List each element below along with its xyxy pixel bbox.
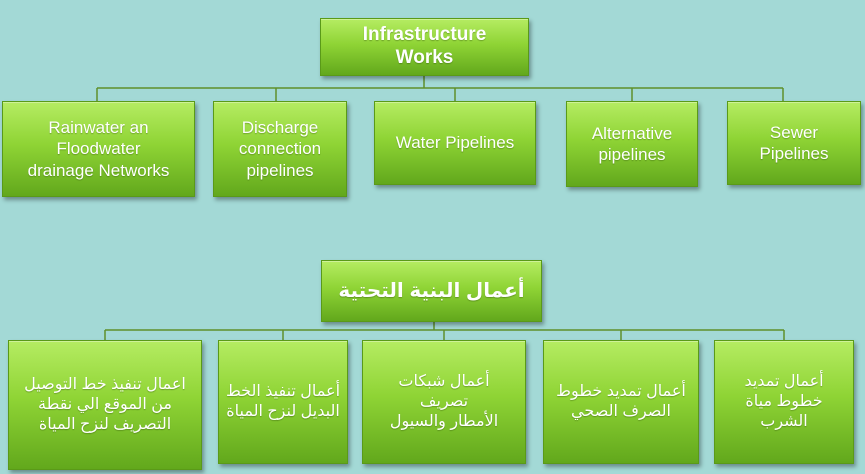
node-line: اعمال تنفيذ خط التوصيل [24, 376, 186, 393]
english-root-line-2: Works [395, 47, 454, 68]
node-line: خطوط مياة [745, 393, 823, 410]
english-node-sewer: Sewer Pipelines [727, 101, 861, 185]
node-line: Pipelines [759, 144, 829, 163]
node-line: Discharge [241, 118, 319, 138]
node-line: pipelines [246, 160, 314, 180]
arabic-root-label: أعمال البنية التحتية [338, 279, 525, 302]
english-root-node: Infrastructure Works [320, 18, 529, 76]
node-line: Alternative [591, 123, 673, 143]
node-line: أعمال شبكات [398, 373, 490, 390]
arabic-node-rain-networks: أعمال شبكات تصريف الأمطار والسيول [362, 340, 526, 464]
node-line: تصريف [419, 393, 469, 410]
english-root-line-1: Infrastructure [362, 24, 487, 46]
node-line: Sewer [769, 122, 819, 142]
node-line: الشرب [760, 413, 808, 430]
node-line: Water Pipelines [395, 133, 515, 153]
arabic-node-connection-line: اعمال تنفيذ خط التوصيل من الموقع الي نقط… [8, 340, 202, 470]
node-line: pipelines [598, 145, 666, 164]
arabic-root-node: أعمال البنية التحتية [321, 260, 542, 322]
node-line: Rainwater an [48, 118, 149, 138]
node-line: التصريف لنزح المياة [38, 416, 172, 433]
node-line: أعمال تمديد خطوط [556, 383, 686, 400]
english-node-alternative: Alternative pipelines [566, 101, 698, 187]
arabic-node-drinking-water: أعمال تمديد خطوط مياة الشرب [714, 340, 854, 464]
node-line: الأمطار والسيول [389, 413, 499, 430]
node-line: أعمال تمديد [744, 373, 824, 390]
node-line: الصرف الصحي [571, 403, 671, 420]
english-node-water-pipelines: Water Pipelines [374, 101, 536, 185]
node-line: أعمال تنفيذ الخط [225, 383, 341, 400]
node-line: drainage Networks [27, 160, 170, 180]
arabic-node-sewer: أعمال تمديد خطوط الصرف الصحي [543, 340, 699, 464]
node-line: من الموقع الي نقطة [38, 396, 172, 413]
node-line: Floodwater [56, 139, 141, 159]
node-line: connection [238, 139, 322, 159]
english-node-discharge: Discharge connection pipelines [213, 101, 347, 197]
arabic-node-alternative-line: أعمال تنفيذ الخط البديل لنزح المياة [218, 340, 348, 464]
node-line: البديل لنزح المياة [226, 403, 340, 420]
english-node-rainwater: Rainwater an Floodwater drainage Network… [2, 101, 195, 197]
